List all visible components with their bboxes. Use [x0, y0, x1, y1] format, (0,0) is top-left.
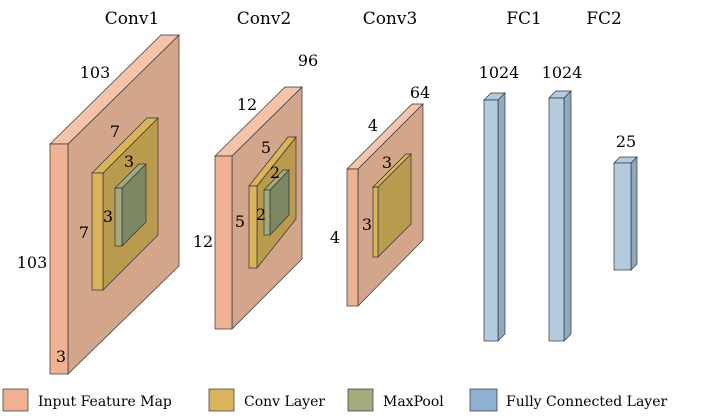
legend-input-swatch: [2, 388, 29, 412]
conv1-kernel-height-label: 7: [79, 223, 89, 242]
conv1-pool-height-label: 3: [103, 207, 113, 226]
legend-conv-label: Conv Layer: [244, 394, 325, 410]
title-fc2: FC2: [586, 9, 622, 29]
conv3-kernel-height-label: 3: [362, 215, 372, 234]
conv1-pool-width-label: 3: [124, 152, 134, 171]
conv1-block: [49, 34, 180, 375]
title-conv1: Conv1: [105, 9, 160, 29]
conv3-input-depth-label: 64: [410, 83, 430, 102]
conv2-input-height-label: 12: [193, 232, 213, 251]
conv3-input-front: [346, 168, 359, 307]
conv3-kernel-front: [372, 186, 379, 258]
conv1-kernel-width-label: 7: [110, 122, 120, 141]
conv1-input-height-label: 103: [17, 253, 48, 272]
fc2-units-label: 25: [616, 132, 636, 151]
conv3-input-height-label: 4: [330, 228, 340, 247]
conv2-pool-height-label: 2: [256, 205, 266, 224]
conv1-input-depth-label: 3: [56, 347, 66, 366]
fc1-units-label: 1024: [479, 63, 520, 82]
title-conv3: Conv3: [363, 9, 418, 29]
fc1-front: [483, 99, 499, 342]
conv1-input-width-label: 103: [80, 63, 111, 82]
conv1-input-front: [49, 143, 69, 375]
conv1-kernel-front: [91, 172, 104, 291]
conv1-pool-front: [114, 187, 123, 247]
fc2-side: [630, 156, 638, 271]
fc2-front: [613, 162, 632, 271]
conv2-pool-width-label: 2: [270, 163, 280, 182]
legend-conv-swatch: [208, 388, 235, 412]
conv2-kernel-width-label: 5: [261, 138, 271, 157]
conv2-block: [214, 86, 303, 330]
title-fc1: FC1: [506, 9, 542, 29]
legend: Input Feature Map Conv Layer MaxPool Ful…: [2, 388, 668, 412]
legend-input-label: Input Feature Map: [38, 394, 172, 410]
legend-pool-swatch: [347, 388, 374, 412]
fc2-block: [613, 156, 638, 271]
conv3-block: [346, 103, 424, 307]
conv2-kernel-height-label: 5: [235, 212, 245, 231]
legend-pool-label: MaxPool: [383, 394, 444, 410]
conv2-input-width-label: 12: [237, 95, 257, 114]
legend-fc-label: Fully Connected Layer: [506, 394, 668, 410]
fc-mid-units-label: 1024: [542, 63, 583, 82]
fc-mid-side: [563, 90, 572, 342]
conv3-kernel-width-label: 3: [382, 153, 392, 172]
conv2-input-depth-label: 96: [298, 51, 318, 70]
conv2-kernel-front: [248, 185, 258, 269]
legend-fc-swatch: [469, 388, 498, 412]
fc1-block: [483, 92, 506, 342]
conv2-input-front: [214, 155, 233, 330]
fc1-side: [497, 92, 506, 342]
fc-mid-front: [548, 97, 565, 342]
title-conv2: Conv2: [237, 9, 292, 29]
conv2-pool-front: [263, 189, 271, 236]
fc-mid-block: [548, 90, 572, 342]
conv3-input-width-label: 4: [368, 116, 378, 135]
